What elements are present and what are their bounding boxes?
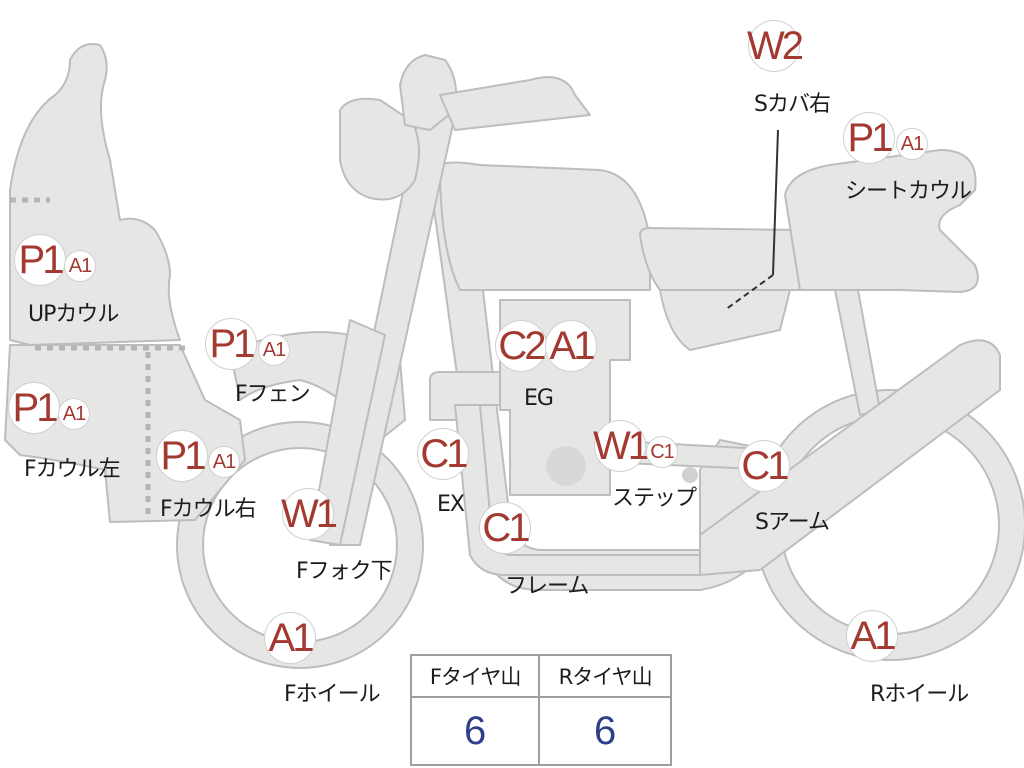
swing-arm-code-1: C1 xyxy=(738,440,790,492)
rear-tire-value: 6 xyxy=(538,696,672,766)
engine-label: EG xyxy=(524,386,554,411)
side-cover-right-code-1: W2 xyxy=(747,20,804,72)
exhaust-label: EX xyxy=(437,492,465,517)
r-wheel-code-1: A1 xyxy=(846,610,898,662)
frame-label: フレーム xyxy=(505,574,589,599)
tire-tread-table: Fタイヤ山 Rタイヤ山 6 6 xyxy=(409,654,672,766)
step-code-1: W1 xyxy=(593,420,650,472)
seat-shape xyxy=(639,227,801,291)
up-cowl-code-1: P1 xyxy=(14,234,66,286)
step-code-2: C1 xyxy=(646,436,678,468)
front-tire-value: 6 xyxy=(409,696,541,766)
f-cowl-left-label: Fカウル左 xyxy=(24,457,121,482)
f-cowl-left-code-1: P1 xyxy=(8,382,60,434)
f-fork-lower-code-1: W1 xyxy=(281,488,338,540)
f-fender-code-1: P1 xyxy=(205,318,257,370)
up-cowl-label: UPカウル xyxy=(28,302,119,327)
r-wheel-label: Rホイール xyxy=(870,682,969,707)
seat-cowl-label: シートカウル xyxy=(845,179,972,204)
frame-code-1: C1 xyxy=(479,502,531,554)
f-cowl-right-code-2: A1 xyxy=(208,446,240,478)
seat-cowl-shape xyxy=(784,149,979,293)
side-cover-right-label: Sカバ右 xyxy=(754,92,831,117)
seat-cowl-code-2: A1 xyxy=(896,128,928,160)
rear-tire-header: Rタイヤ山 xyxy=(538,654,672,698)
f-fender-label: Fフェン xyxy=(235,382,311,407)
f-cowl-right-label: Fカウル右 xyxy=(160,497,257,522)
f-cowl-left-code-2: A1 xyxy=(58,398,90,430)
f-wheel-code-1: A1 xyxy=(264,612,316,664)
side-cover-shape xyxy=(659,289,791,351)
engine-code-1: C2 xyxy=(495,320,547,372)
f-fender-code-2: A1 xyxy=(258,334,290,366)
swing-arm-label: Sアーム xyxy=(755,510,830,535)
engine-code-2: A1 xyxy=(545,320,597,372)
up-cowl-code-2: A1 xyxy=(64,250,96,282)
front-tire-header: Fタイヤ山 xyxy=(409,654,541,698)
step-label: ステップ xyxy=(612,486,697,511)
swing-arm-shape xyxy=(699,339,1001,576)
f-cowl-right-code-1: P1 xyxy=(156,430,208,482)
f-fork-lower-label: Fフォク下 xyxy=(296,559,393,584)
tank-shape xyxy=(439,161,651,291)
exhaust-code-1: C1 xyxy=(417,428,469,480)
f-wheel-label: Fホイール xyxy=(284,682,381,707)
seat-cowl-code-1: P1 xyxy=(843,112,895,164)
